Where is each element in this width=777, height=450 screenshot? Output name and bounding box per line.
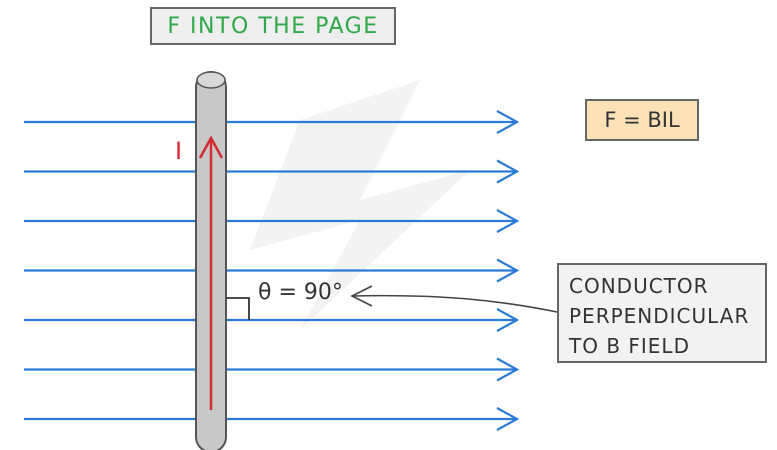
magnetic-field-lines — [24, 110, 520, 431]
formula-box: F = BIL — [585, 99, 699, 141]
current-arrow — [198, 135, 224, 410]
field-line-arrowhead — [496, 209, 520, 233]
current-label: I — [175, 137, 183, 165]
field-line-arrowhead — [496, 357, 520, 382]
angle-label: θ = 90° — [258, 280, 343, 305]
watermark-logo — [250, 80, 470, 330]
title-box: F INTO THE PAGE — [150, 7, 396, 45]
field-line-arrowhead — [496, 258, 520, 283]
right-angle-marker — [226, 297, 250, 320]
field-line-arrowhead — [496, 159, 520, 184]
field-line-arrowhead — [496, 308, 520, 332]
field-line-arrowhead — [496, 110, 520, 134]
note-line-3: TO B FIELD — [569, 334, 690, 358]
note-line-2: PERPENDICULAR — [569, 304, 750, 328]
pointer-arrowhead — [350, 285, 373, 307]
field-line-arrowhead — [496, 407, 520, 431]
note-box: CONDUCTOR PERPENDICULAR TO B FIELD — [557, 263, 767, 363]
pointer-arrow — [351, 294, 563, 314]
note-line-1: CONDUCTOR — [569, 274, 709, 298]
